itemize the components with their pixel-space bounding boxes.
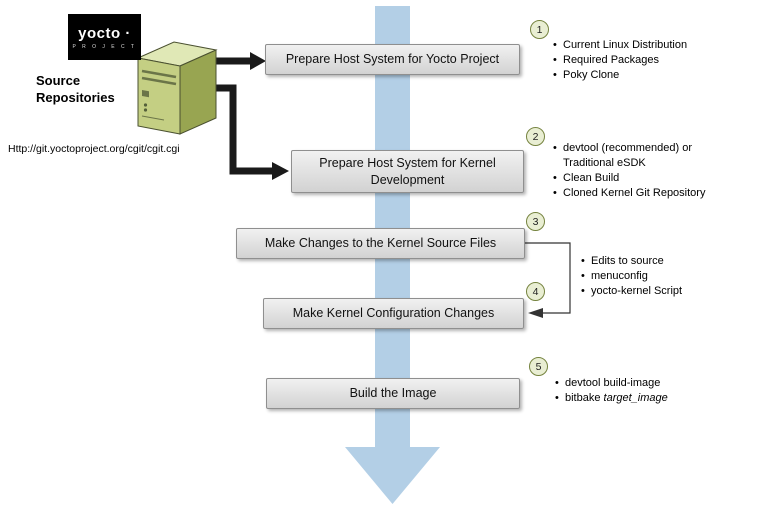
step5-label: Build the Image xyxy=(349,386,437,401)
step4-number-badge: 4 xyxy=(526,282,545,301)
yocto-logo-text: yocto · xyxy=(78,24,131,42)
bullet-item: menuconfig xyxy=(580,269,730,284)
steps3-4-shared-bullets: Edits to source menuconfig yocto-kernel … xyxy=(580,254,730,299)
step1-bullets: Current Linux Distribution Required Pack… xyxy=(552,38,757,83)
yocto-logo: yocto · P R O J E C T xyxy=(68,14,141,60)
step4-box: Make Kernel Configuration Changes xyxy=(263,298,524,329)
step5-box: Build the Image xyxy=(266,378,520,409)
bullet-item: Clean Build xyxy=(552,171,722,186)
step2-label: Prepare Host System for Kernel Developme… xyxy=(319,156,496,187)
bullet-item: devtool build-image xyxy=(554,376,734,391)
step5-bullets: devtool build-image bitbake target_image xyxy=(554,376,734,406)
step1-number-badge: 1 xyxy=(530,20,549,39)
bullet-item: Required Packages xyxy=(552,53,757,68)
arrow-to-step2 xyxy=(214,84,289,180)
step2-bullets: devtool (recommended) or Traditional eSD… xyxy=(552,141,722,201)
bullet-item: bitbake target_image xyxy=(554,391,734,406)
step2-box: Prepare Host System for Kernel Developme… xyxy=(291,150,524,193)
bullet-item: devtool (recommended) or Traditional eSD… xyxy=(552,141,722,171)
step4-label: Make Kernel Configuration Changes xyxy=(292,306,495,321)
step1-label: Prepare Host System for Yocto Project xyxy=(285,52,500,67)
yocto-logo-subtitle: P R O J E C T xyxy=(72,43,137,50)
source-repositories-url: Http://git.yoctoproject.org/cgit/cgit.cg… xyxy=(8,143,180,155)
bullet-item: yocto-kernel Script xyxy=(580,284,730,299)
bullet-item: Cloned Kernel Git Repository xyxy=(552,186,722,201)
bitbake-command: bitbake xyxy=(565,392,604,404)
server-icon xyxy=(136,41,218,135)
step3-box: Make Changes to the Kernel Source Files xyxy=(236,228,525,259)
bullet-item: Poky Clone xyxy=(552,68,757,83)
step3-label: Make Changes to the Kernel Source Files xyxy=(264,236,497,251)
steps3-4-connector xyxy=(525,242,571,318)
bullet-item: Edits to source xyxy=(580,254,730,269)
arrow-to-step1 xyxy=(214,52,266,70)
source-repositories-label: Source Repositories xyxy=(36,73,115,105)
bitbake-target-arg: target_image xyxy=(603,392,668,404)
step2-number-badge: 2 xyxy=(526,127,545,146)
step5-number-badge: 5 xyxy=(529,357,548,376)
bullet-item: Current Linux Distribution xyxy=(552,38,757,53)
step3-number-badge: 3 xyxy=(526,212,545,231)
step1-box: Prepare Host System for Yocto Project xyxy=(265,44,520,75)
